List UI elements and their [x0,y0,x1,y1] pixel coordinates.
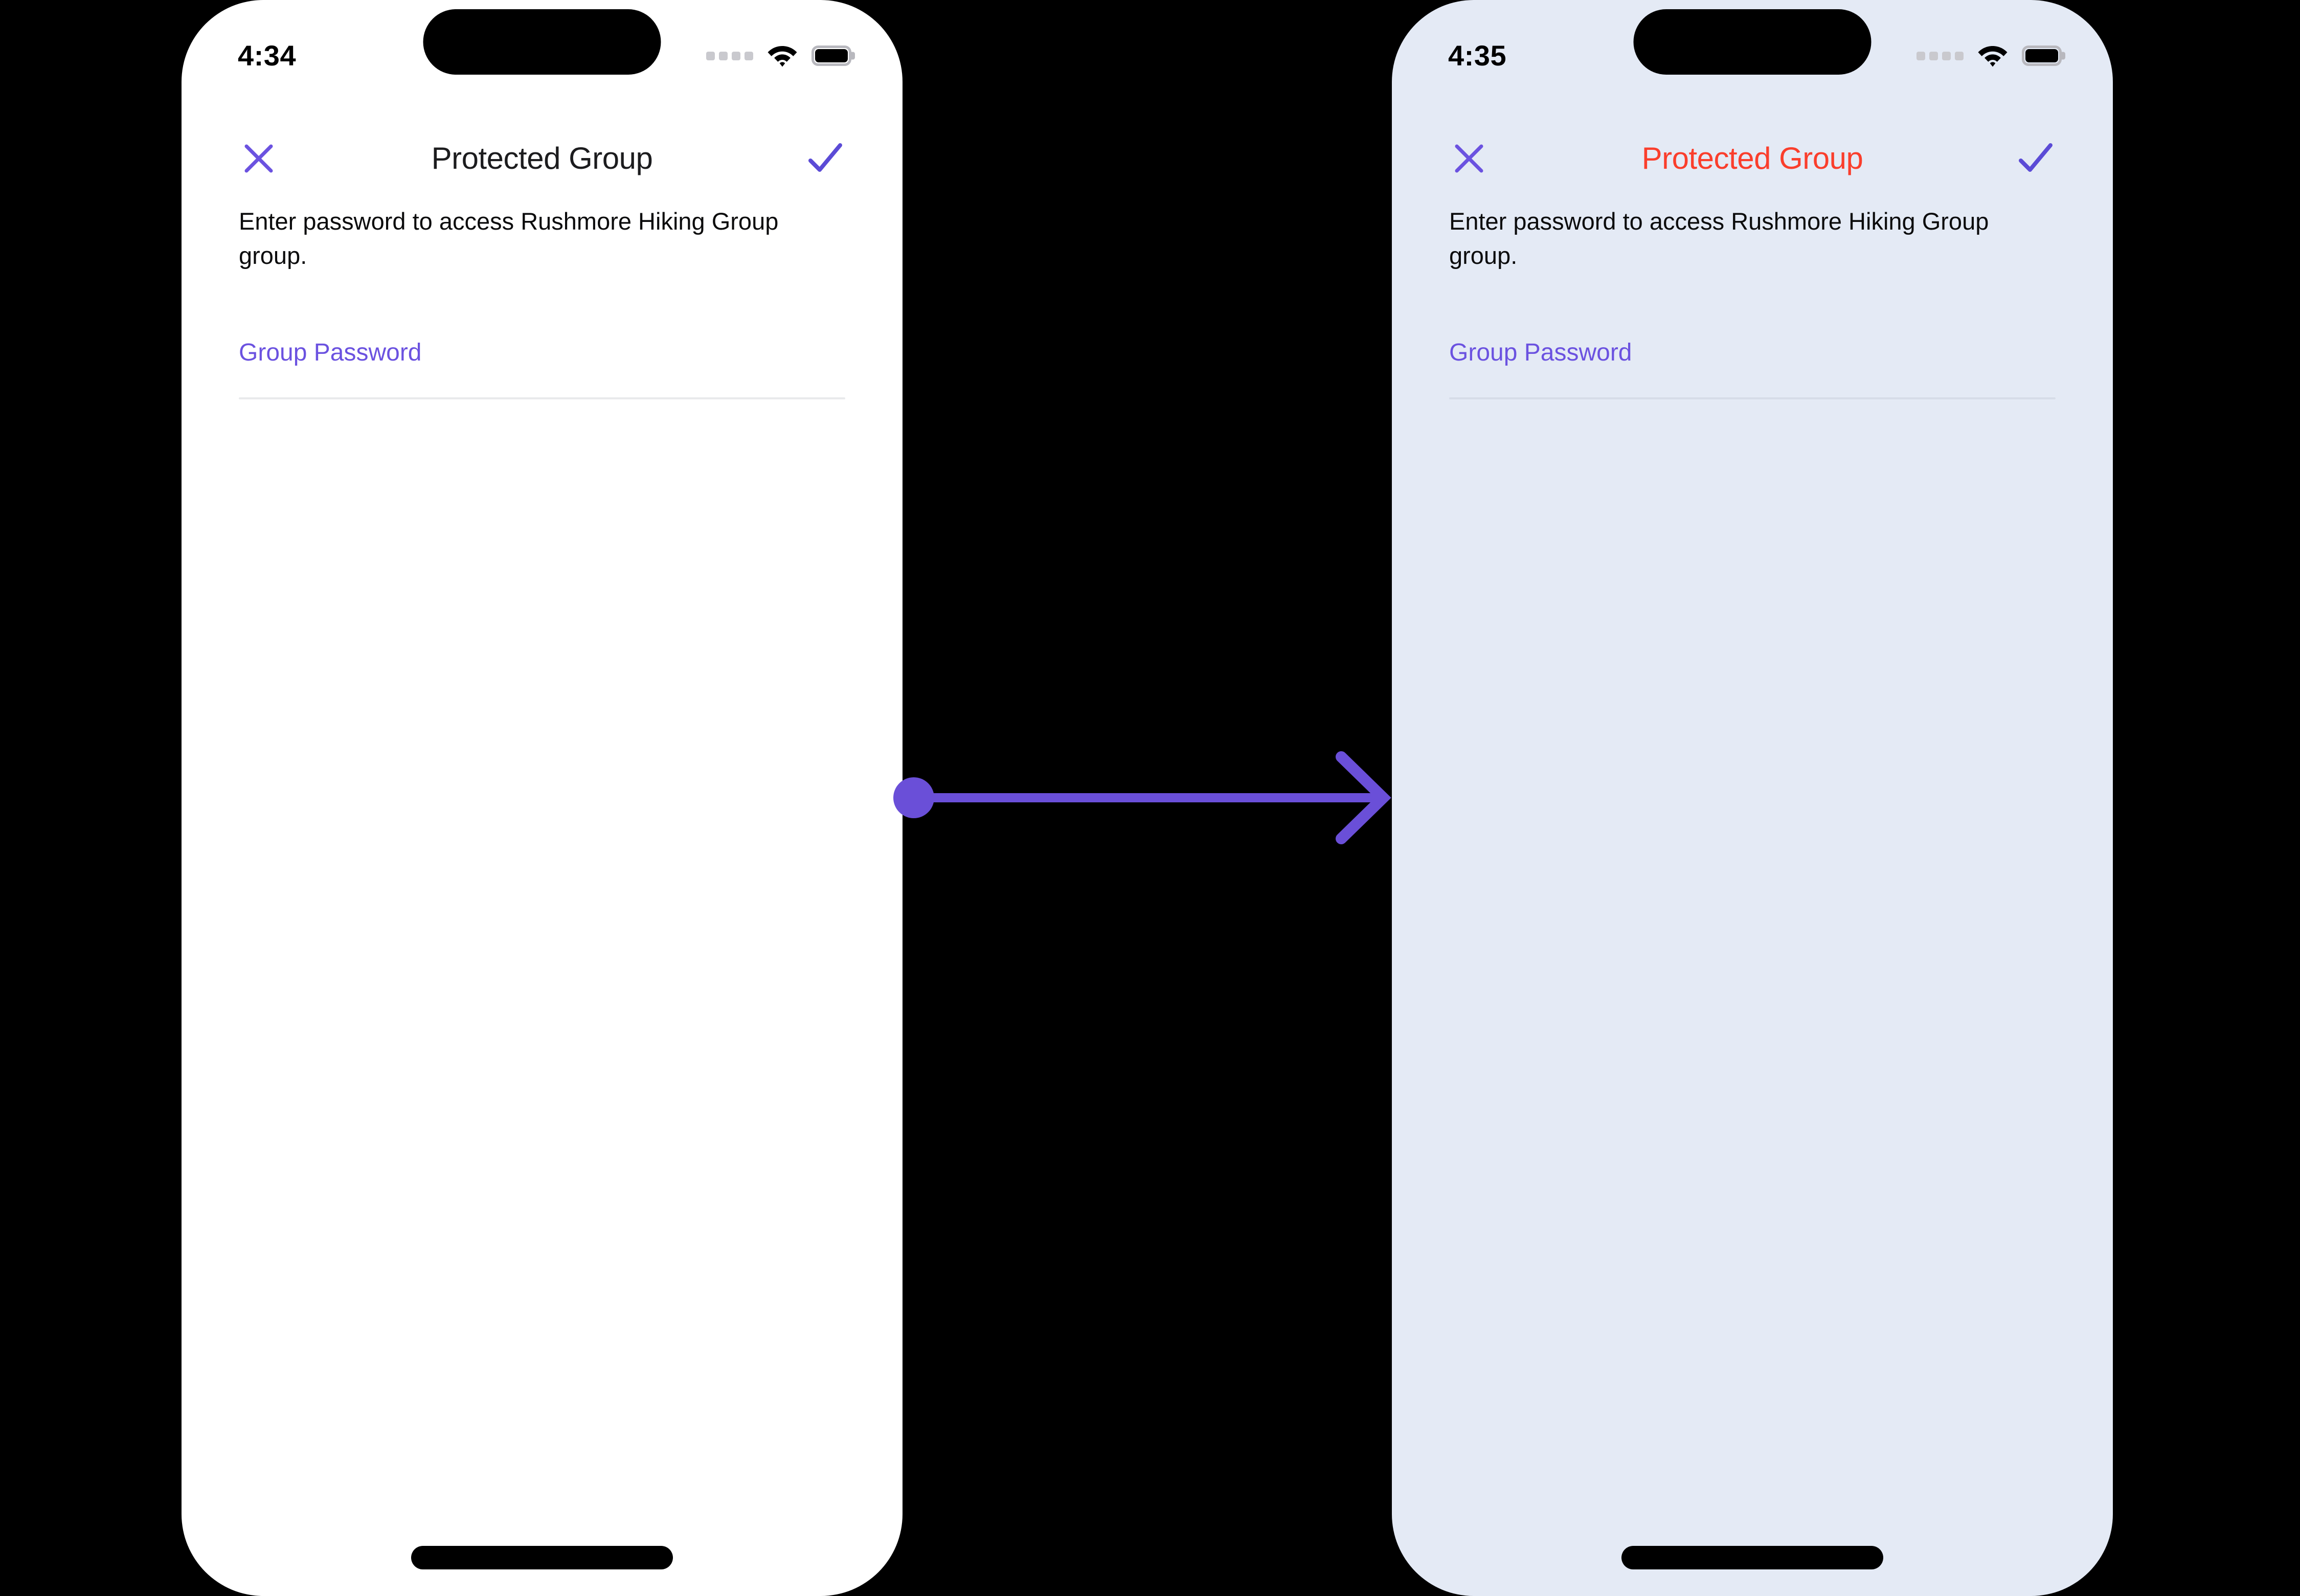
signal-dots-icon [706,51,753,60]
status-bar-indicators [1916,44,2062,68]
phone-screen-after: 4:35 Protected Group Enter password to a… [1392,0,2113,1596]
checkmark-icon[interactable] [2013,136,2059,182]
dynamic-island [423,9,661,75]
dynamic-island [1633,9,1871,75]
instruction-text: Enter password to access Rushmore Hiking… [239,208,779,269]
nav-bar: Protected Group [182,120,903,197]
arrow-head [1336,751,1391,844]
close-x-icon-glyph [1455,144,1483,173]
close-x-icon-glyph [244,144,273,173]
status-bar-time: 4:35 [1448,39,1507,72]
wifi-icon [1978,46,2008,67]
group-password-label: Group Password [239,339,422,367]
checkmark-icon[interactable] [802,136,848,182]
page-title: Protected Group [431,141,653,175]
home-indicator [411,1546,673,1569]
screen-content: Enter password to access Rushmore Hiking… [1392,205,2113,400]
checkmark-icon-glyph [2019,143,2053,172]
page-title: Protected Group [1641,141,1863,175]
signal-dots-icon [1916,51,1964,60]
close-x-icon[interactable] [236,136,282,182]
field-underline [239,397,845,400]
nav-bar: Protected Group [1392,120,2113,197]
status-bar-time: 4:34 [238,39,297,72]
arrow-right-icon [893,751,1391,844]
close-x-icon[interactable] [1446,136,1492,182]
wifi-icon [768,46,797,67]
field-underline [1449,397,2056,400]
status-bar-indicators [706,44,851,68]
battery-full-icon [811,46,851,66]
group-password-field[interactable]: Group Password [1449,339,2056,400]
status-bar: 4:34 [182,0,903,102]
battery-full-icon [2022,46,2062,66]
screen-content: Enter password to access Rushmore Hiking… [182,205,903,400]
group-password-label: Group Password [1449,339,1632,367]
instruction-text: Enter password to access Rushmore Hiking… [1449,208,1989,269]
checkmark-icon-glyph [808,143,842,172]
status-bar: 4:35 [1392,0,2113,102]
home-indicator [1621,1546,1883,1569]
phone-screen-before: 4:34 Protected Group Enter password to a… [182,0,903,1596]
group-password-field[interactable]: Group Password [239,339,845,400]
